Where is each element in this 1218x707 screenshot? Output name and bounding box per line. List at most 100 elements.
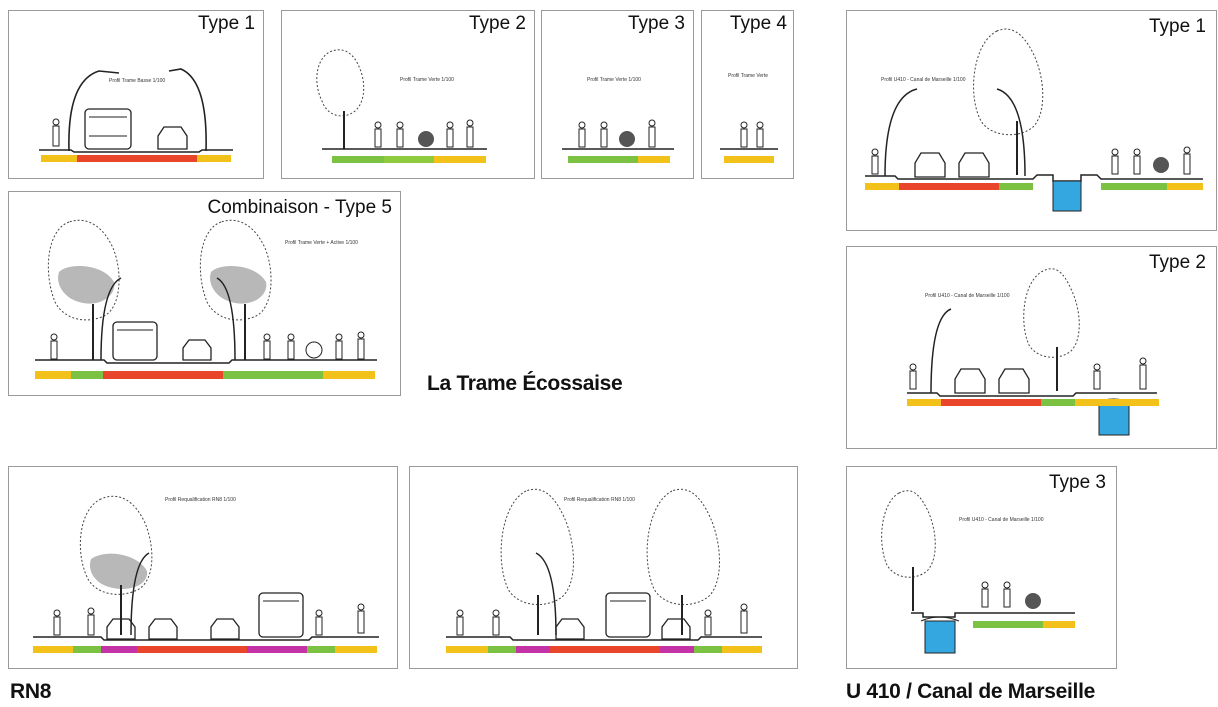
panel-title: Type 1: [1148, 16, 1206, 37]
person-icon: [357, 603, 365, 634]
panel-title: Type 3: [627, 13, 685, 34]
u410-type3-profile: Profil U410 - Canal de Marseille 1/100: [881, 490, 1075, 654]
trame-type4-panel: Profil Trame Verte Type 4: [701, 10, 794, 179]
car-icon: [914, 152, 946, 178]
rn8-profile-2: Profil Requalification RN8 1/100: [446, 488, 762, 653]
canal-icon: [920, 616, 960, 654]
person-icon: [53, 609, 61, 636]
car-icon: [958, 152, 990, 178]
u410-caption: U 410 / Canal de Marseille: [846, 680, 1095, 703]
bus-icon: [84, 108, 132, 150]
person-icon: [1139, 357, 1147, 390]
streetlamp-icon: [535, 552, 557, 636]
rn8-profile-1: Profil Requalification RN8 1/100: [33, 495, 379, 653]
streetlamp-icon: [216, 277, 236, 361]
tree-icon: [973, 28, 1044, 175]
u410-type1-profile: Profil U410 - Canal de Marseille 1/100: [865, 28, 1203, 212]
person-icon: [315, 609, 323, 636]
u410-type1-panel: Profil U410 - Canal de Marseille 1/100 T…: [846, 10, 1217, 231]
person-icon: [740, 121, 748, 148]
u410-type2-profile: Profil U410 - Canal de Marseille 1/100: [907, 268, 1159, 436]
person-icon: [1133, 148, 1141, 175]
svg-text:Profil Trame Verte + Active 1/: Profil Trame Verte + Active 1/100: [285, 240, 358, 246]
trame-type5-profile: Profil Trame Verte + Active 1/100: [35, 219, 377, 379]
u410-type2-panel: Profil U410 - Canal de Marseille 1/100 T…: [846, 246, 1217, 449]
svg-text:Profil Trame Verte 1/100: Profil Trame Verte 1/100: [400, 77, 454, 83]
person-icon: [287, 333, 295, 360]
person-icon: [357, 331, 365, 360]
car-icon: [157, 126, 188, 150]
person-icon: [1093, 363, 1101, 390]
shrub-icon: [1025, 593, 1041, 609]
rn8-panel-1: Profil Requalification RN8 1/100: [8, 466, 398, 669]
panel-title: Type 2: [468, 13, 526, 34]
trame-type2-profile: Profil Trame Verte 1/100: [316, 49, 487, 163]
bus-icon: [258, 592, 304, 638]
person-icon: [1183, 146, 1191, 175]
svg-text:Profil U410 - Canal de Marseil: Profil U410 - Canal de Marseille 1/100: [959, 517, 1044, 523]
streetlamp-icon: [996, 88, 1026, 177]
panel-title: Type 4: [729, 13, 787, 34]
tree-icon: [646, 488, 720, 635]
trame-type1-profile: Profil Trame Basse 1/100: [39, 68, 233, 162]
person-icon: [466, 119, 474, 148]
streetlamp-icon: [100, 277, 122, 361]
person-icon: [648, 119, 656, 148]
person-icon: [492, 609, 500, 636]
person-icon: [756, 121, 764, 148]
car-icon: [182, 339, 212, 361]
person-icon: [1111, 148, 1119, 175]
car-icon: [661, 618, 691, 640]
svg-text:Profil U410 - Canal de Marseil: Profil U410 - Canal de Marseille 1/100: [925, 293, 1010, 299]
panel-title: Type 2: [1148, 252, 1206, 273]
trame-type4-profile: Profil Trame Verte: [720, 73, 778, 163]
trame-caption: La Trame Écossaise: [427, 372, 623, 395]
rn8-panel-2: Profil Requalification RN8 1/100: [409, 466, 798, 669]
car-icon: [106, 618, 136, 640]
person-icon: [87, 607, 95, 636]
bus-icon: [112, 321, 158, 361]
panel-title: Type 1: [197, 13, 255, 34]
canal-icon: [1052, 180, 1082, 212]
svg-text:Profil Requalification RN8 1/1: Profil Requalification RN8 1/100: [165, 497, 236, 503]
tree-icon: [47, 219, 120, 360]
rn8-caption: RN8: [10, 680, 52, 703]
car-icon: [998, 368, 1030, 394]
svg-text:Profil Trame Basse 1/100: Profil Trame Basse 1/100: [109, 78, 165, 84]
tree-icon: [79, 495, 153, 635]
shrub-icon: [619, 131, 635, 147]
person-icon: [981, 581, 989, 608]
car-icon: [148, 618, 178, 640]
svg-text:Profil Requalification RN8 1/1: Profil Requalification RN8 1/100: [564, 497, 635, 503]
shrub-icon: [418, 131, 434, 147]
tree-icon: [500, 488, 574, 635]
person-icon: [578, 121, 586, 148]
panel-title: Combinaison - Type 5: [207, 197, 392, 218]
trame-type5-panel: Profil Trame Verte + Active 1/100 Combin…: [8, 191, 401, 396]
person-icon: [1003, 581, 1011, 608]
person-icon: [871, 148, 879, 175]
person-icon: [456, 609, 464, 636]
person-icon: [263, 333, 271, 360]
car-icon: [555, 618, 585, 640]
tree-icon: [881, 490, 936, 611]
person-icon: [446, 121, 454, 148]
tree-icon: [316, 49, 365, 149]
u410-type3-panel: Profil U410 - Canal de Marseille 1/100 T…: [846, 466, 1117, 669]
person-icon: [396, 121, 404, 148]
streetlamp-icon: [168, 68, 207, 152]
streetlamp-icon: [68, 70, 120, 152]
person-icon: [335, 333, 343, 360]
svg-text:Profil Trame Verte 1/100: Profil Trame Verte 1/100: [587, 77, 641, 83]
streetlamp-icon: [930, 308, 952, 394]
person-icon: [704, 609, 712, 636]
svg-text:Profil Trame Verte: Profil Trame Verte: [728, 73, 768, 79]
person-icon: [52, 118, 60, 147]
shrub-icon: [1153, 157, 1169, 173]
panel-title: Type 3: [1048, 472, 1106, 493]
person-icon: [374, 121, 382, 148]
svg-text:Profil U410 - Canal de Marseil: Profil U410 - Canal de Marseille 1/100: [881, 77, 966, 83]
trame-type2-panel: Profil Trame Verte 1/100 Type 2: [281, 10, 535, 179]
car-icon: [210, 618, 240, 640]
person-icon: [740, 603, 748, 634]
